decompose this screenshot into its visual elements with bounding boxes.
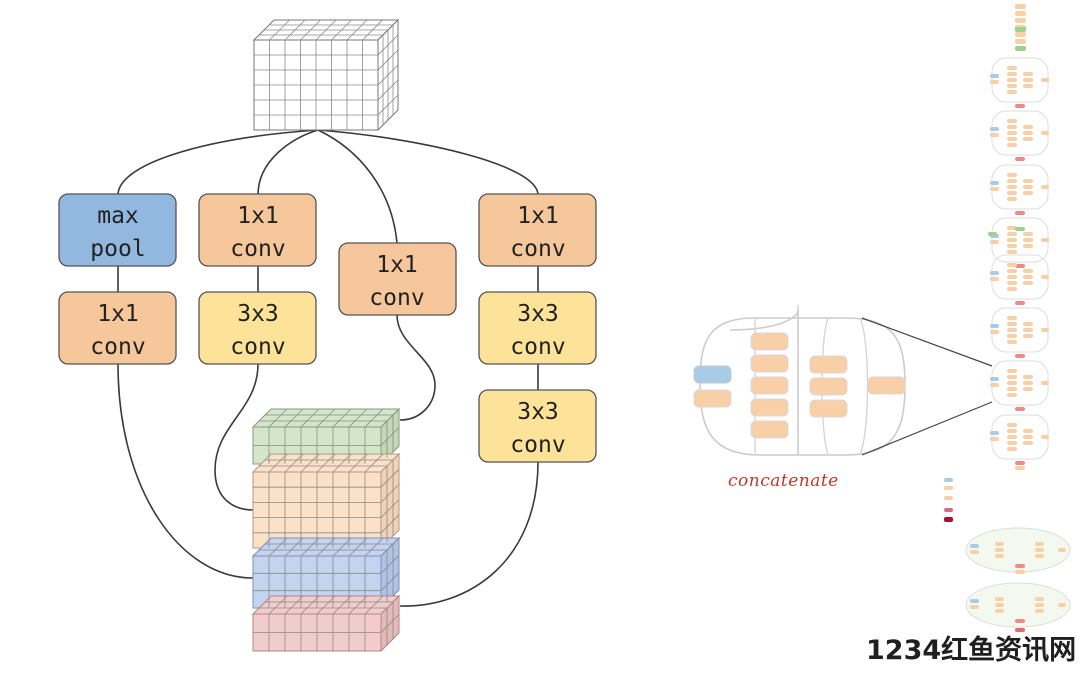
box-line-2: conv <box>230 334 285 360</box>
box-line-2: conv <box>90 334 145 360</box>
branch2-conv1x1-box: 1x1 conv <box>198 193 317 267</box>
watermark-text: 1234红鱼资讯网 <box>866 634 1076 666</box>
box-line-1: 1x1 <box>376 252 418 278</box>
box-line-2: conv <box>510 236 565 262</box>
box-line-1: 3x3 <box>517 301 559 327</box>
output-slab-pink <box>251 594 401 653</box>
box-line-1: 1x1 <box>97 301 139 327</box>
box-line-2: conv <box>369 285 424 311</box>
box-line-1: 3x3 <box>237 301 279 327</box>
box-line-2: conv <box>510 334 565 360</box>
branch3-conv1x1-box: 1x1 conv <box>338 242 457 316</box>
connection-lines <box>117 129 539 607</box>
maxpool-box: max pool <box>58 193 177 267</box>
network-overview <box>944 4 1071 632</box>
concatenate-label: concatenate <box>728 471 839 491</box>
zoomed-inception-module: concatenate <box>693 305 906 491</box>
output-feature-map <box>251 407 401 653</box>
input-feature-map <box>252 18 400 132</box>
output-slab-peach <box>251 452 401 550</box>
box-line-1: 3x3 <box>517 399 559 425</box>
box-line-2: conv <box>510 432 565 458</box>
box-line-2: pool <box>90 236 145 262</box>
box-line-1: 1x1 <box>517 203 559 229</box>
zoom-leader-lines <box>861 317 993 456</box>
branch1-conv1x1-box: 1x1 conv <box>58 291 177 365</box>
branch4-conv1x1-box: 1x1 conv <box>478 193 597 267</box>
branch4-conv3x3-b-box: 3x3 conv <box>478 389 597 463</box>
box-line-1: 1x1 <box>237 203 279 229</box>
box-line-1: max <box>97 203 139 229</box>
branch4-conv3x3-a-box: 3x3 conv <box>478 291 597 365</box>
box-line-2: conv <box>230 236 285 262</box>
branch2-conv3x3-box: 3x3 conv <box>198 291 317 365</box>
